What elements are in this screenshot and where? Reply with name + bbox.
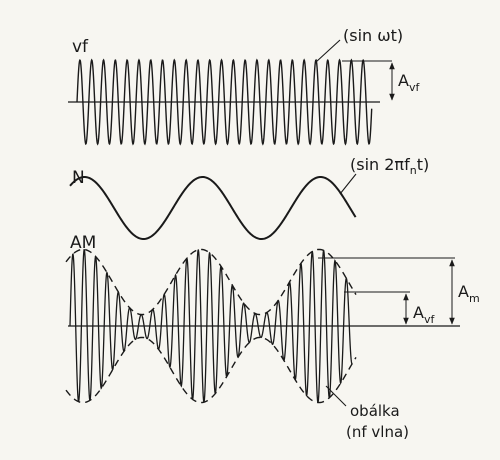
am-label: AM: [70, 233, 96, 253]
am-max-amplitude-label: Am: [458, 282, 480, 305]
carrier-amplitude-label: Avf: [398, 71, 420, 94]
envelope-upper: [65, 248, 357, 316]
carrier-label-leader: [315, 39, 341, 63]
envelope-lower: [65, 336, 357, 404]
am-carrier-amplitude-label: Avf: [413, 303, 435, 326]
modulating-formula-label: (sin 2πfnt): [350, 155, 429, 177]
carrier-panel: vf (sin ωt) Avf: [68, 26, 420, 146]
am-signal-wave: [69, 249, 353, 403]
envelope-label-leader: [325, 385, 347, 407]
n-label: N: [72, 168, 85, 188]
modulating-wave: [69, 175, 357, 241]
carrier-wave: [76, 58, 373, 146]
am-panel: AM Am Avf obálka (nf vlna): [65, 233, 480, 441]
envelope-subtitle: (nf vlna): [346, 423, 409, 441]
modulating-panel: N (sin 2πfnt): [69, 155, 429, 241]
envelope-label: obálka: [350, 402, 400, 420]
vf-label: vf: [72, 37, 89, 57]
modulating-label-leader: [339, 173, 357, 195]
carrier-formula-label: (sin ωt): [343, 26, 403, 45]
